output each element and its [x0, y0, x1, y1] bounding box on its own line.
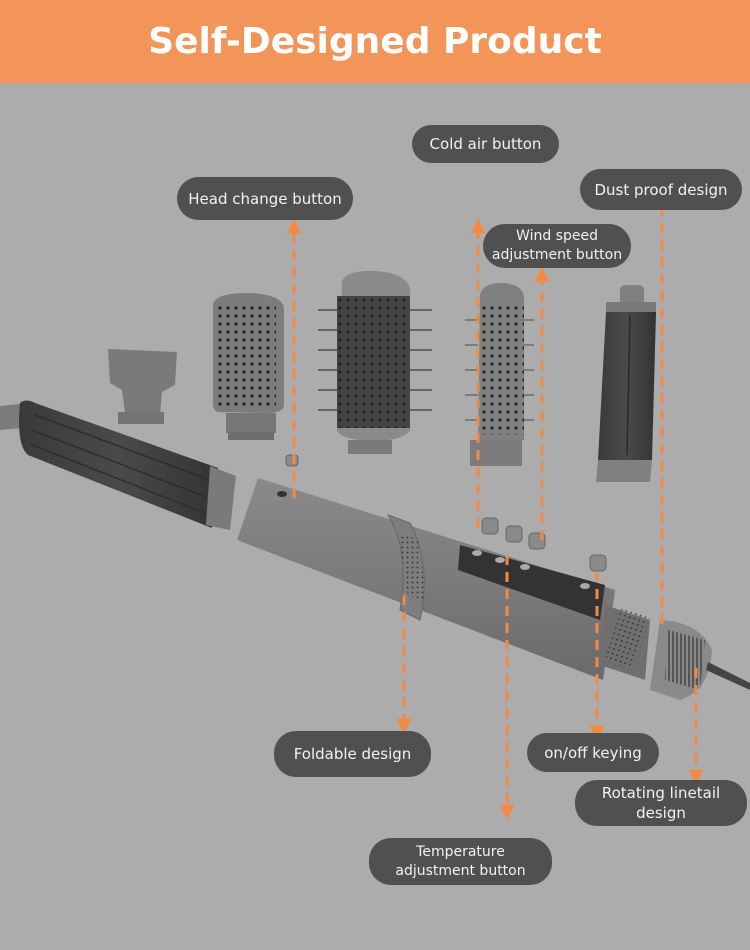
callout-foldable: Foldable design: [274, 731, 431, 777]
callout-dust-proof-text: Dust proof design: [594, 180, 728, 199]
main-handle-body: [237, 478, 615, 680]
page-title: Self-Designed Product: [148, 21, 602, 62]
callout-cold-air: Cold air button: [412, 125, 559, 163]
curling-wand-barrel: [0, 400, 236, 530]
callout-wind-speed-text-1: Wind speed: [516, 228, 598, 244]
title-banner: Self-Designed Product: [0, 0, 750, 83]
callout-cold-air-text: Cold air button: [429, 135, 542, 153]
callout-on-off-text: on/off keying: [544, 743, 642, 762]
large-round-brush-head: [318, 270, 432, 454]
paddle-brush-head: [212, 293, 284, 440]
rotating-cord-end: [600, 605, 750, 700]
callout-rotating-linetail-text: Rotating linetail design: [601, 784, 721, 822]
callout-wind-speed: Wind speed adjustment button: [483, 224, 631, 268]
callout-temperature-text-1: Temperature: [416, 843, 505, 860]
callout-foldable-text: Foldable design: [293, 745, 412, 763]
product-diagram: Head change button Cold air button Dust …: [0, 83, 750, 950]
callout-head-change: Head change button: [177, 177, 353, 220]
callout-wind-speed-text-2: adjustment button: [491, 247, 623, 263]
callout-temperature-text-2: adjustment button: [395, 862, 526, 879]
callout-temperature: Temperature adjustment button: [369, 838, 552, 885]
callout-head-change-text: Head change button: [188, 189, 342, 208]
small-round-brush-head: [465, 283, 534, 466]
callout-rotating-linetail: Rotating linetail design: [575, 780, 747, 826]
exploded-view-illustration: [0, 180, 750, 820]
callout-dust-proof: Dust proof design: [580, 169, 742, 210]
curling-barrel-head: [596, 285, 656, 482]
concentrator-nozzle: [108, 349, 177, 424]
button-caps: [285, 454, 607, 572]
callout-on-off: on/off keying: [527, 733, 659, 772]
